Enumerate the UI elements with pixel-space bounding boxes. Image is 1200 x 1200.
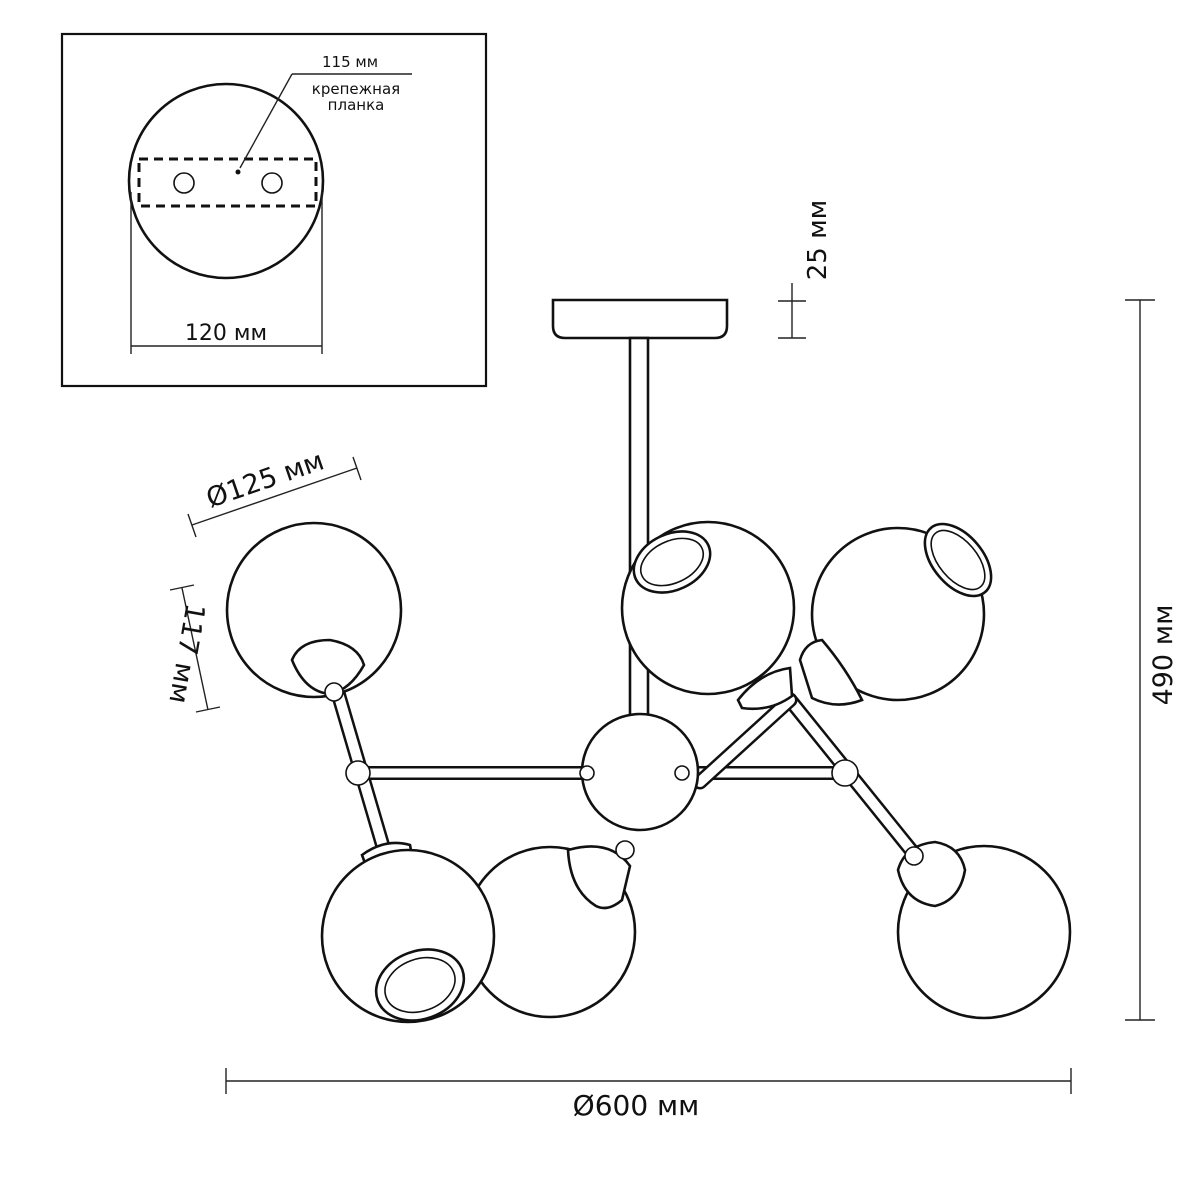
plate-width-label: 115 мм (322, 53, 378, 71)
shade-height-tick-top (169, 584, 195, 591)
arm-back-diagonal-fill (695, 695, 795, 787)
canopy-diameter-label: 120 мм (185, 321, 267, 346)
shade-diameter-label: Ø125 мм (202, 445, 328, 514)
shade-opening-inner-top-right (930, 529, 986, 591)
plate-leader-line (239, 73, 293, 169)
plate-caption-line2: планка (328, 96, 385, 114)
plate-center-dot (235, 169, 241, 175)
joint-left (345, 760, 371, 786)
plate-caption-line1: крепежная (312, 80, 400, 98)
joint-top-left (324, 682, 344, 702)
canopy-height-label: 25 мм (803, 200, 833, 281)
shade-height-line (181, 587, 209, 711)
total-diameter-label: Ø600 мм (573, 1089, 700, 1122)
mounting-hole-right (261, 172, 283, 194)
shade-holder-top-left (290, 638, 366, 696)
joint-bottom-center (615, 840, 635, 860)
shade-opening-inner-top-center (640, 537, 704, 587)
canopy-circle (127, 82, 325, 280)
joint-right (831, 759, 859, 787)
shade-diameter-line (191, 467, 358, 526)
shade-height-dimension: 117 мм (162, 584, 221, 713)
shade-diameter-tick-left (187, 513, 197, 538)
total-diameter-dimension: Ø600 мм (225, 1068, 1072, 1122)
canopy-inset: 115 мм крепежная планка 120 мм (60, 32, 488, 388)
shade-diameter-dimension: Ø125 мм (187, 445, 362, 538)
shade-diameter-tick-right (352, 456, 362, 481)
chandelier-body (225, 298, 1072, 1024)
hub-connector-right (674, 765, 690, 781)
shade-holder-bottom-center (566, 845, 632, 910)
hub-connector-left (579, 765, 595, 781)
mounting-hole-left (173, 172, 195, 194)
mounting-plate (137, 157, 318, 208)
shade-holder-top-center (736, 666, 794, 711)
shade-holder-top-right (798, 638, 864, 706)
total-height-dimension: 490 мм (1125, 299, 1179, 1021)
canopy-height-dimension: 25 мм (778, 200, 833, 339)
joint-bottom-right (904, 846, 924, 866)
shade-opening-inner-bottom-left (384, 956, 456, 1014)
ceiling-canopy (551, 298, 729, 340)
shade-height-tick-bottom (195, 706, 221, 713)
total-height-label: 490 мм (1148, 605, 1179, 706)
